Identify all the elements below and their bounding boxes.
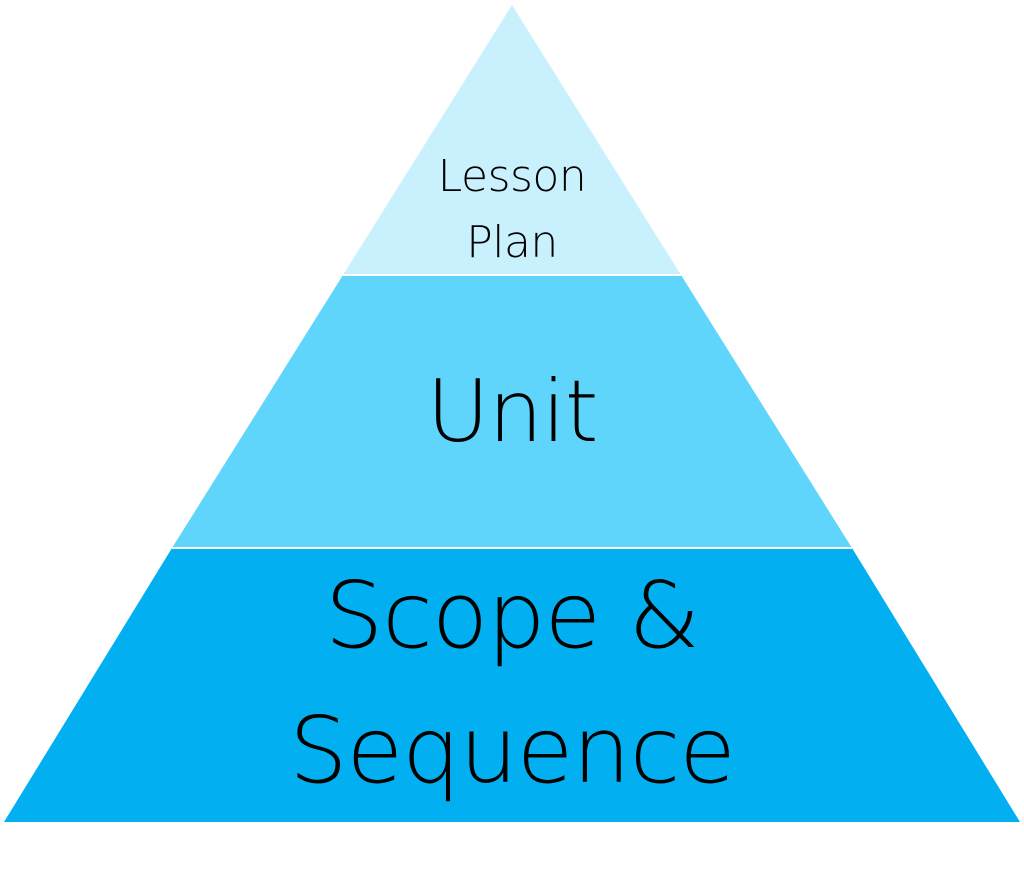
pyramid-tier-top: [343, 5, 681, 275]
pyramid-tier-bottom: [4, 548, 1020, 822]
pyramid-tier-middle: [172, 275, 852, 548]
tier-top-label-line-2: Plan: [466, 217, 558, 268]
tier-bottom-label-line-2: Sequence: [289, 697, 735, 804]
tier-bottom-label-line-1: Scope &: [325, 562, 699, 669]
tier-top-label-line-1: Lesson: [438, 151, 586, 202]
tier-middle-label: Unit: [426, 362, 597, 462]
